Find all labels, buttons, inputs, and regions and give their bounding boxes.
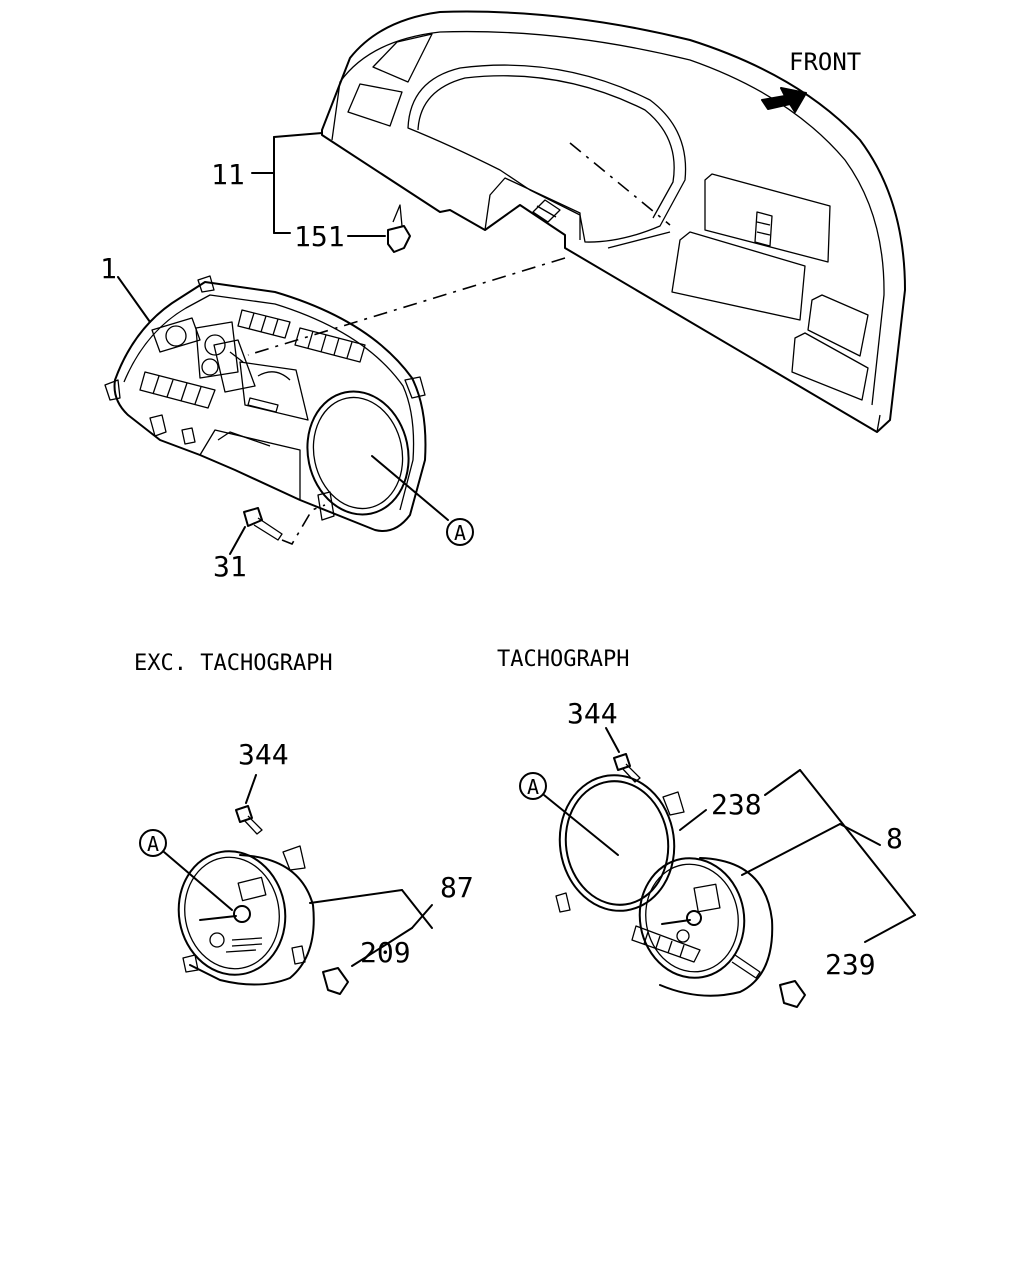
bulb-209 [322, 967, 349, 995]
front-arrow-icon [761, 87, 807, 113]
bulb-239 [779, 980, 806, 1008]
callout-151: 151 [294, 220, 345, 253]
callout-8: 8 [886, 822, 903, 855]
bolt-31 [243, 504, 326, 545]
callout-1-leader [117, 276, 151, 323]
callout-238: 238 [711, 788, 762, 821]
ref-a-right: A [527, 775, 539, 799]
callout-344-right-leader [605, 727, 620, 753]
caption-tachograph: TACHOGRAPH [497, 647, 629, 672]
ref-a-left-circle [139, 829, 167, 857]
callout-11: 11 [211, 158, 245, 191]
callout-1: 1 [100, 252, 117, 285]
callout-31-leader [229, 526, 246, 555]
callout-209: 209 [360, 936, 411, 969]
callout-344-left: 344 [238, 738, 289, 771]
callout-8-bracket [679, 769, 916, 943]
callout-31: 31 [213, 550, 247, 583]
callout-344-left-leader [245, 774, 257, 804]
ref-a-top: A [454, 521, 466, 545]
ref-a-top-circle [446, 518, 474, 546]
combination-meter [104, 257, 566, 532]
callout-344-right: 344 [567, 697, 618, 730]
ref-a-left: A [147, 832, 159, 856]
callout-11-bracket [251, 132, 386, 237]
callout-87-bracket [309, 889, 433, 967]
tachograph-meter [631, 857, 774, 997]
lens-ring-238 [555, 774, 685, 913]
instrument-panel-cover [321, 10, 906, 433]
caption-exc-tachograph: EXC. TACHOGRAPH [134, 651, 333, 676]
screw-344-right [613, 753, 641, 783]
front-label: FRONT [789, 48, 861, 76]
callout-87: 87 [440, 871, 474, 904]
callout-a-top-leader [371, 455, 449, 521]
speedometer-exc-tachograph [177, 845, 315, 986]
callout-a-left-leader [163, 851, 233, 911]
ref-a-right-circle [519, 772, 547, 800]
screw-344-left [235, 805, 263, 835]
callout-a-right-leader [543, 794, 619, 856]
panel-clip [387, 204, 411, 253]
callout-239: 239 [825, 948, 876, 981]
